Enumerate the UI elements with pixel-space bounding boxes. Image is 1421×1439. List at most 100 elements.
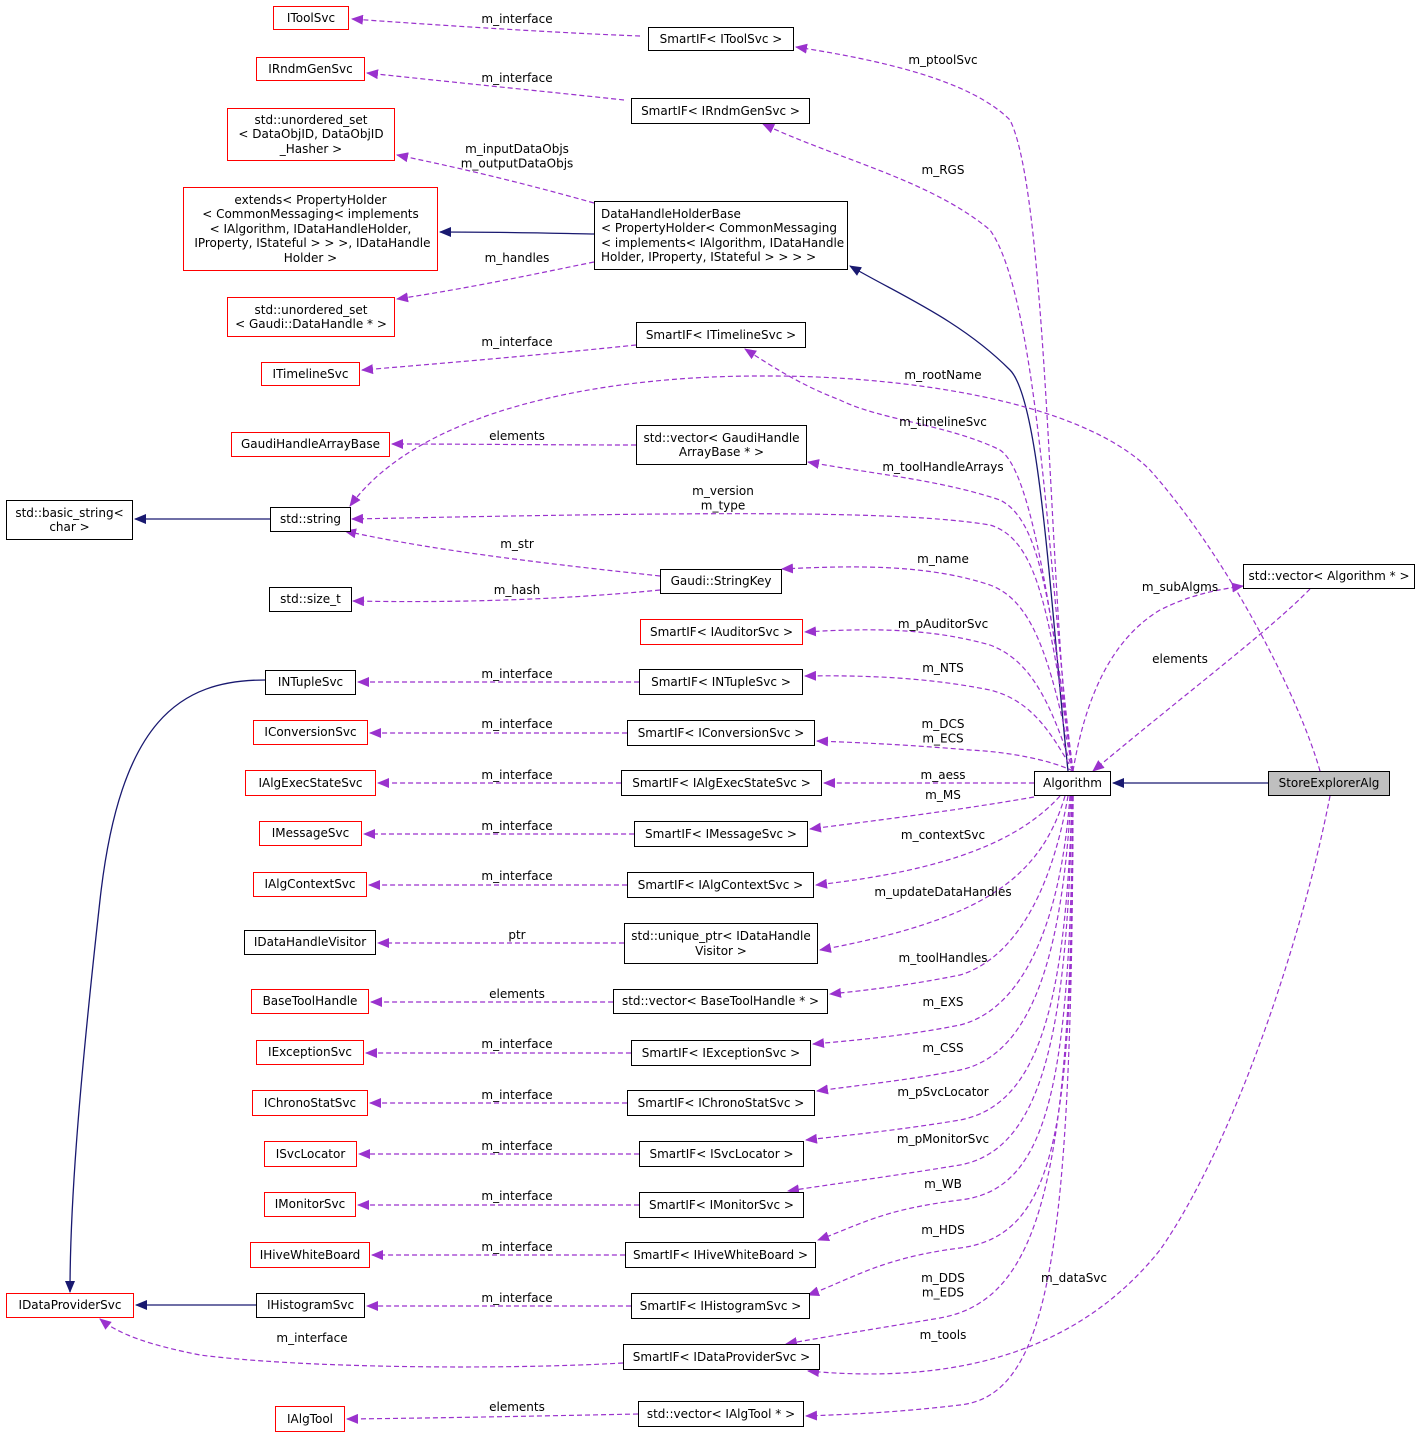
node-smartif-intuplesvc[interactable]: SmartIF< INTupleSvc >	[639, 669, 803, 695]
edge-algorithm-vector-algorithm	[1072, 582, 1244, 772]
edge-algorithm-smartif-ichronostatsvc	[816, 795, 1072, 1095]
edge-algorithm-smartif-itimelinesvc	[744, 348, 1074, 772]
edge-label-interface-imessagesvc: m_interface	[481, 819, 552, 833]
node-idatahandlevisitor[interactable]: IDataHandleVisitor	[244, 930, 376, 955]
edge-algorithm-smartif-irndmgensvc	[762, 123, 1074, 772]
edge-label-interface-ialgcontextsvc: m_interface	[481, 869, 552, 883]
node-smartif-iconversionsvc[interactable]: SmartIF< IConversionSvc >	[627, 720, 815, 746]
edge-label-interface-irndmgensvc: m_interface	[481, 71, 552, 85]
node-imonitorsvc[interactable]: IMonitorSvc	[264, 1192, 356, 1217]
node-vector-basetoolhandle[interactable]: std::vector< BaseToolHandle * >	[613, 989, 828, 1014]
node-unordered-set-dataobjid[interactable]: std::unordered_set < DataObjID, DataObjI…	[227, 108, 395, 161]
node-smartif-ialgexecstatesvc[interactable]: SmartIF< IAlgExecStateSvc >	[621, 770, 822, 796]
node-unique-ptr-idatahandlevisitor[interactable]: std::unique_ptr< IDataHandle Visitor >	[624, 923, 818, 964]
node-imessagesvc[interactable]: IMessageSvc	[259, 821, 362, 846]
node-itoolsvc[interactable]: IToolSvc	[273, 6, 349, 30]
node-smartif-ialgcontextsvc[interactable]: SmartIF< IAlgContextSvc >	[627, 872, 814, 898]
node-irndmgensvc[interactable]: IRndmGenSvc	[256, 57, 365, 81]
edge-label-interface-isvclocator: m_interface	[481, 1139, 552, 1153]
edge-storeexploreralg-smartif-idataprovidersvc	[807, 795, 1331, 1377]
edge-label-tools: m_tools	[920, 1328, 967, 1342]
node-vector-gaudihandlearraybase[interactable]: std::vector< GaudiHandle ArrayBase * >	[636, 425, 807, 465]
edge-label-interface-intuplesvc: m_interface	[481, 667, 552, 681]
node-extends-propertyholder[interactable]: extends< PropertyHolder < CommonMessagin…	[183, 187, 438, 271]
edge-label-datasvc: m_dataSvc	[1041, 1271, 1107, 1285]
node-ichronostatsvc[interactable]: IChronoStatSvc	[252, 1090, 368, 1116]
node-vector-algorithm[interactable]: std::vector< Algorithm * >	[1243, 564, 1415, 589]
edge-label-hash: m_hash	[494, 583, 541, 597]
edge-label-interface-itimelinesvc: m_interface	[481, 335, 552, 349]
node-gaudihandlearraybase[interactable]: GaudiHandleArrayBase	[231, 432, 390, 457]
edge-smartif-idataprovidersvc-idataprovidersvc	[99, 1318, 624, 1368]
node-ihivewhiteboard[interactable]: IHiveWhiteBoard	[250, 1242, 370, 1268]
edge-label-pauditorsvc: m_pAuditorSvc	[898, 617, 988, 631]
node-smartif-ihistogramsvc[interactable]: SmartIF< IHistogramSvc >	[631, 1293, 810, 1319]
node-basetoolhandle[interactable]: BaseToolHandle	[251, 989, 369, 1014]
edge-label-interface-idataprovidersvc: m_interface	[276, 1331, 347, 1345]
edge-label-pmonitorsvc: m_pMonitorSvc	[897, 1132, 989, 1146]
node-ialgcontextsvc[interactable]: IAlgContextSvc	[253, 872, 367, 897]
edge-algorithm-smartif-imonitorsvc	[787, 795, 1073, 1195]
edge-algorithm-unique-ptr-idatahandlevisitor	[819, 795, 1066, 953]
edge-smartif-itimelinesvc-itimelinesvc	[361, 344, 637, 375]
edge-label-interface-ihivewhiteboard: m_interface	[481, 1240, 552, 1254]
node-smartif-itoolsvc[interactable]: SmartIF< IToolSvc >	[648, 27, 794, 51]
edge-label-rgs: m_RGS	[922, 163, 965, 177]
node-smartif-iexceptionsvc[interactable]: SmartIF< IExceptionSvc >	[631, 1040, 811, 1066]
node-smartif-iauditorsvc[interactable]: SmartIF< IAuditorSvc >	[640, 619, 803, 645]
node-gaudi-stringkey[interactable]: Gaudi::StringKey	[660, 569, 782, 594]
node-ihistogramsvc[interactable]: IHistogramSvc	[256, 1293, 365, 1318]
node-smartif-itimelinesvc[interactable]: SmartIF< ITimelineSvc >	[636, 322, 806, 348]
node-idataprovidersvc[interactable]: IDataProviderSvc	[6, 1293, 134, 1318]
node-intuplesvc[interactable]: INTupleSvc	[265, 670, 356, 695]
node-smartif-ichronostatsvc[interactable]: SmartIF< IChronoStatSvc >	[627, 1090, 815, 1116]
edge-algorithm-gaudi-stringkey	[781, 563, 1074, 772]
node-ialgtool[interactable]: IAlgTool	[275, 1406, 345, 1432]
edge-smartif-irndmgensvc-irndmgensvc	[366, 69, 625, 101]
node-ialgexecstatesvc[interactable]: IAlgExecStateSvc	[245, 770, 376, 796]
edge-algorithm-vector-gaudihandlearraybase	[807, 459, 1074, 772]
edge-label-interface-ichronostatsvc: m_interface	[481, 1088, 552, 1102]
edge-paths	[65, 14, 1331, 1424]
edge-algorithm-smartif-ihivewhiteboard	[817, 795, 1074, 1242]
edge-datahandleholderbase-unordered-set-datahandle	[396, 261, 595, 303]
edge-labels: m_interface m_ptoolSvc m_interface m_RGS m_i…	[276, 12, 1218, 1414]
edge-label-name: m_name	[917, 552, 969, 566]
edge-gaudi-stringkey-std-string	[344, 528, 661, 577]
node-smartif-ihivewhiteboard[interactable]: SmartIF< IHiveWhiteBoard >	[625, 1242, 816, 1268]
node-basic-string[interactable]: std::basic_string< char >	[6, 500, 133, 540]
node-iexceptionsvc[interactable]: IExceptionSvc	[256, 1040, 364, 1065]
edge-gaudi-stringkey-size-t	[352, 589, 661, 607]
edge-label-rootname: m_rootName	[904, 368, 981, 382]
node-smartif-imonitorsvc[interactable]: SmartIF< IMonitorSvc >	[639, 1192, 804, 1218]
node-algorithm[interactable]: Algorithm	[1034, 771, 1111, 796]
edge-label-ptoolsvc: m_ptoolSvc	[908, 53, 977, 67]
edge-label-interface-imonitorsvc: m_interface	[481, 1189, 552, 1203]
edge-label-ptr: ptr	[508, 928, 525, 942]
node-datahandleholderbase[interactable]: DataHandleHolderBase < PropertyHolder< C…	[594, 201, 848, 270]
node-vector-ialgtool[interactable]: std::vector< IAlgTool * >	[638, 1401, 804, 1427]
edge-algorithm-smartif-imessagesvc	[809, 796, 1035, 833]
node-itimelinesvc[interactable]: ITimelineSvc	[261, 362, 360, 386]
edge-label-elements-gaudihandlearraybase: elements	[489, 429, 545, 443]
node-smartif-idataprovidersvc[interactable]: SmartIF< IDataProviderSvc >	[623, 1344, 820, 1370]
node-smartif-isvclocator[interactable]: SmartIF< ISvcLocator >	[639, 1141, 804, 1167]
edge-label-wb: m_WB	[924, 1177, 962, 1191]
edge-label-contextsvc: m_contextSvc	[901, 828, 985, 842]
edge-algorithm-smartif-ialgcontextsvc	[815, 795, 1061, 889]
edge-label-timelinesvc: m_timelineSvc	[899, 415, 987, 429]
node-storeexploreralg[interactable]: StoreExplorerAlg	[1268, 771, 1390, 796]
node-iconversionsvc[interactable]: IConversionSvc	[253, 720, 368, 745]
node-smartif-irndmgensvc[interactable]: SmartIF< IRndmGenSvc >	[631, 98, 810, 124]
node-unordered-set-datahandle[interactable]: std::unordered_set < Gaudi::DataHandle *…	[227, 297, 395, 337]
node-smartif-imessagesvc[interactable]: SmartIF< IMessageSvc >	[634, 821, 808, 847]
node-size-t[interactable]: std::size_t	[269, 587, 352, 612]
edge-label-interface-iexceptionsvc: m_interface	[481, 1037, 552, 1051]
node-isvclocator[interactable]: ISvcLocator	[264, 1141, 357, 1167]
node-std-string[interactable]: std::string	[270, 507, 351, 532]
edge-label-toolhandlearrays: m_toolHandleArrays	[882, 460, 1003, 474]
edge-vector-ialgtool-ialgtool	[346, 1413, 639, 1424]
